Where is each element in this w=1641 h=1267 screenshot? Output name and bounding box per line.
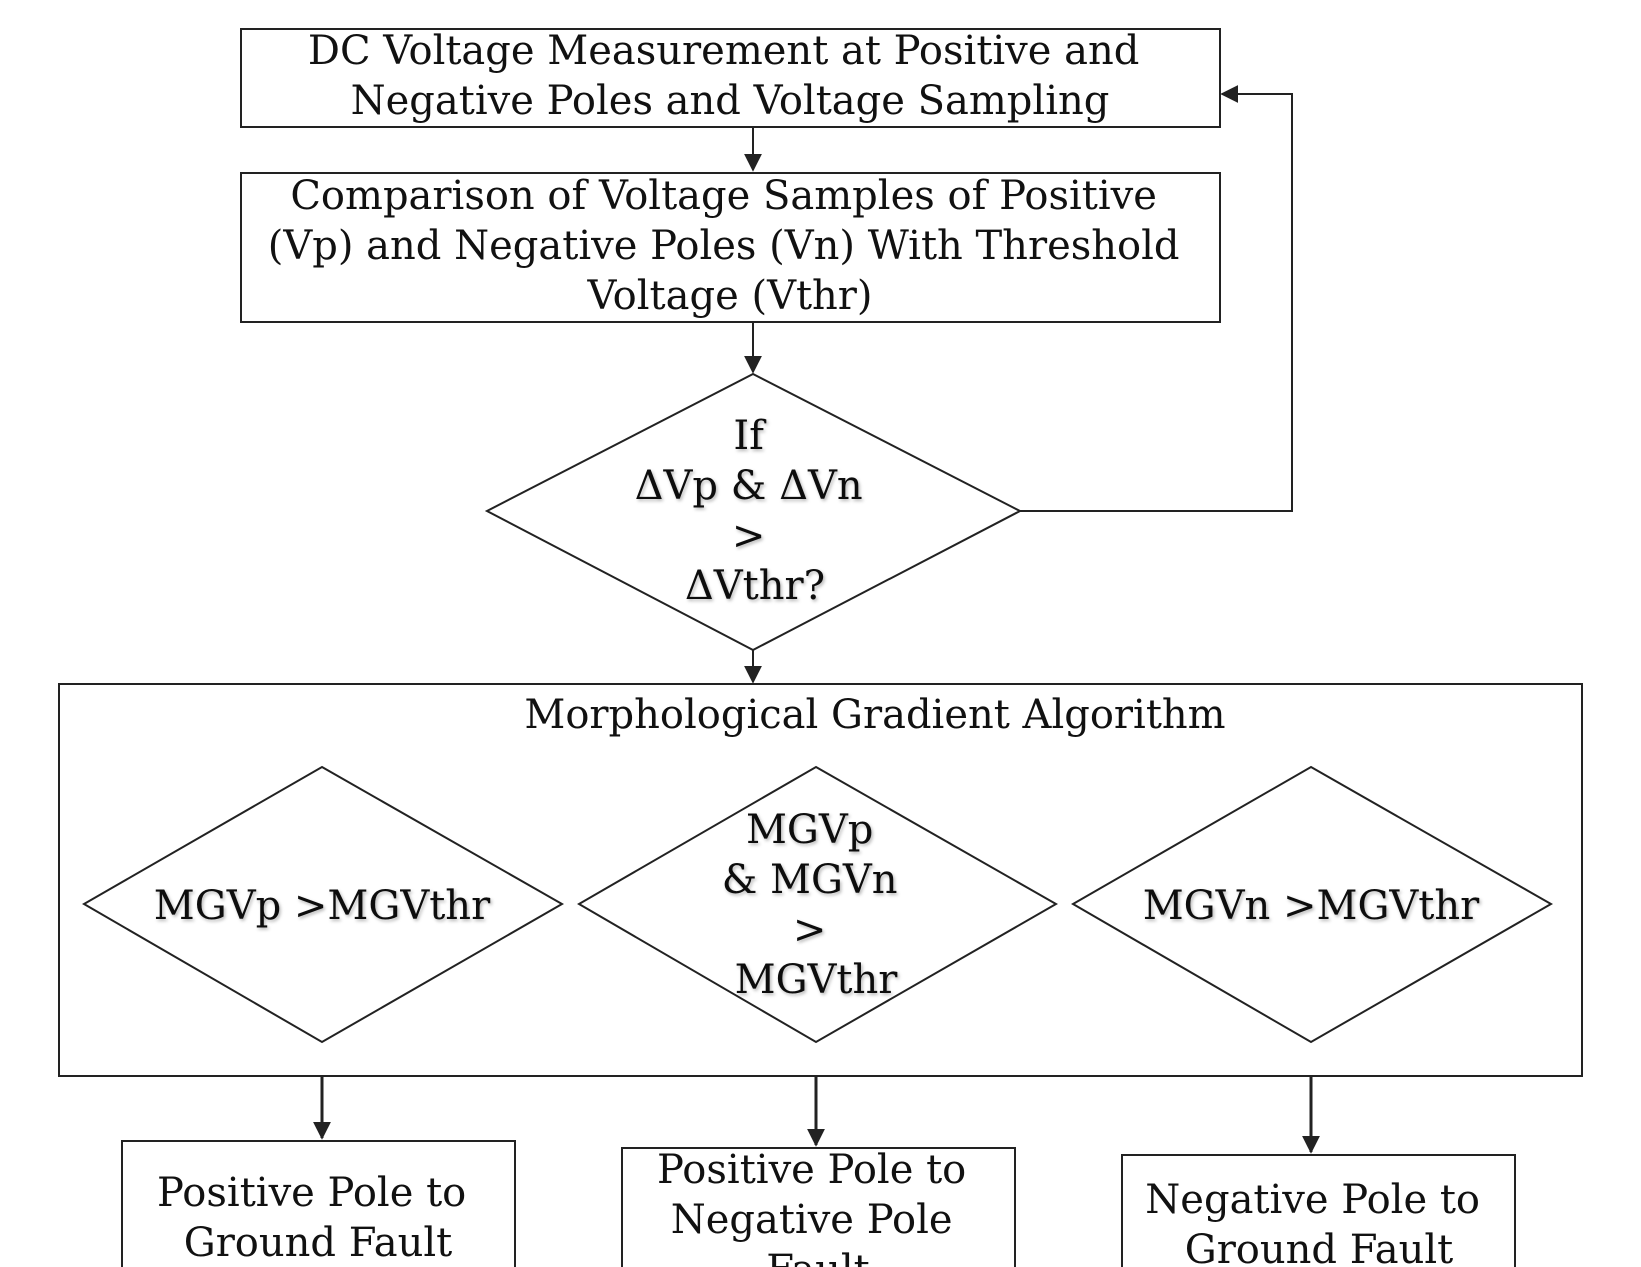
mgvpn-decision-line-2: & MGVn xyxy=(722,857,898,903)
measurement-line-2: Negative Poles and Voltage Sampling xyxy=(351,78,1110,124)
mgvp-decision-line-1: MGVp >MGVthr xyxy=(154,883,491,929)
result-pole-to-pole-line-3: Fault xyxy=(766,1247,870,1267)
svg-text:Positive Pole to Negativ: Positive Pole to Negative Pole Fault xyxy=(657,1147,979,1267)
result-negative-ground-box: Negative Pole to Ground Fault xyxy=(1121,1154,1516,1267)
threshold-decision-line-1: If xyxy=(733,413,767,459)
svg-text:Comparison of Voltage Samples: Comparison of Voltage Samples of Positiv… xyxy=(268,173,1192,319)
svg-text:If ΔVp & ΔVn >: If ΔVp & ΔVn > ΔVthr? xyxy=(635,413,876,609)
measurement-line-1: DC Voltage Measurement at Positive and xyxy=(308,28,1140,74)
result-positive-ground-box: Positive Pole to Ground Fault xyxy=(121,1140,516,1267)
measurement-box: DC Voltage Measurement at Positive and N… xyxy=(240,28,1221,128)
svg-text:MGVp & MGVn >: MGVp & MGVn > MGVthr xyxy=(722,807,911,1003)
mgvpn-decision-line-3: > xyxy=(793,907,827,953)
mgvpn-decision-line-4: MGVthr xyxy=(735,957,899,1003)
comparison-box: Comparison of Voltage Samples of Positiv… xyxy=(240,172,1221,323)
mgvp-decision-diamond: MGVp >MGVthr xyxy=(82,765,565,1044)
mgvn-decision-line-1: MGVn >MGVthr xyxy=(1143,883,1480,929)
threshold-decision-line-2: ΔVp & ΔVn xyxy=(635,463,863,509)
svg-text:MGVp >MGVthr: MGVp >MGVthr xyxy=(154,883,491,929)
result-pole-to-pole-line-1: Positive Pole to xyxy=(657,1147,966,1193)
mgvpn-decision-diamond: MGVp & MGVn > MGVthr xyxy=(577,765,1059,1044)
comparison-line-2: (Vp) and Negative Poles (Vn) With Thresh… xyxy=(268,223,1180,269)
mgvpn-decision-line-1: MGVp xyxy=(746,807,873,853)
result-negative-ground-line-2: Ground Fault xyxy=(1185,1227,1454,1267)
mg-algorithm-title: Morphological Gradient Algorithm xyxy=(524,692,1225,738)
comparison-line-1: Comparison of Voltage Samples of Positiv… xyxy=(290,173,1157,219)
mgvn-decision-diamond: MGVn >MGVthr xyxy=(1071,765,1554,1044)
svg-text:Negative Pole to Ground: Negative Pole to Ground Fault xyxy=(1145,1177,1492,1267)
svg-text:MGVn >MGVthr: MGVn >MGVthr xyxy=(1143,883,1480,929)
svg-text:DC Voltage Measurement at Posi: DC Voltage Measurement at Positive and N… xyxy=(308,28,1152,124)
result-positive-ground-line-2: Ground Fault xyxy=(184,1220,453,1266)
result-pole-to-pole-box: Positive Pole to Negative Pole Fault xyxy=(621,1147,1016,1267)
threshold-decision-diamond: If ΔVp & ΔVn > ΔVthr? xyxy=(484,372,1023,652)
result-negative-ground-line-1: Negative Pole to xyxy=(1145,1177,1480,1223)
result-positive-ground-line-1: Positive Pole to xyxy=(157,1170,466,1216)
svg-text:Positive Pole to Ground: Positive Pole to Ground Fault xyxy=(157,1170,479,1266)
result-pole-to-pole-line-2: Negative Pole xyxy=(671,1197,953,1243)
threshold-decision-line-3: > xyxy=(732,513,766,559)
comparison-line-3: Voltage (Vthr) xyxy=(586,273,872,319)
threshold-decision-line-4: ΔVthr? xyxy=(685,563,825,609)
edge-decision-loop-back xyxy=(1020,85,1293,512)
